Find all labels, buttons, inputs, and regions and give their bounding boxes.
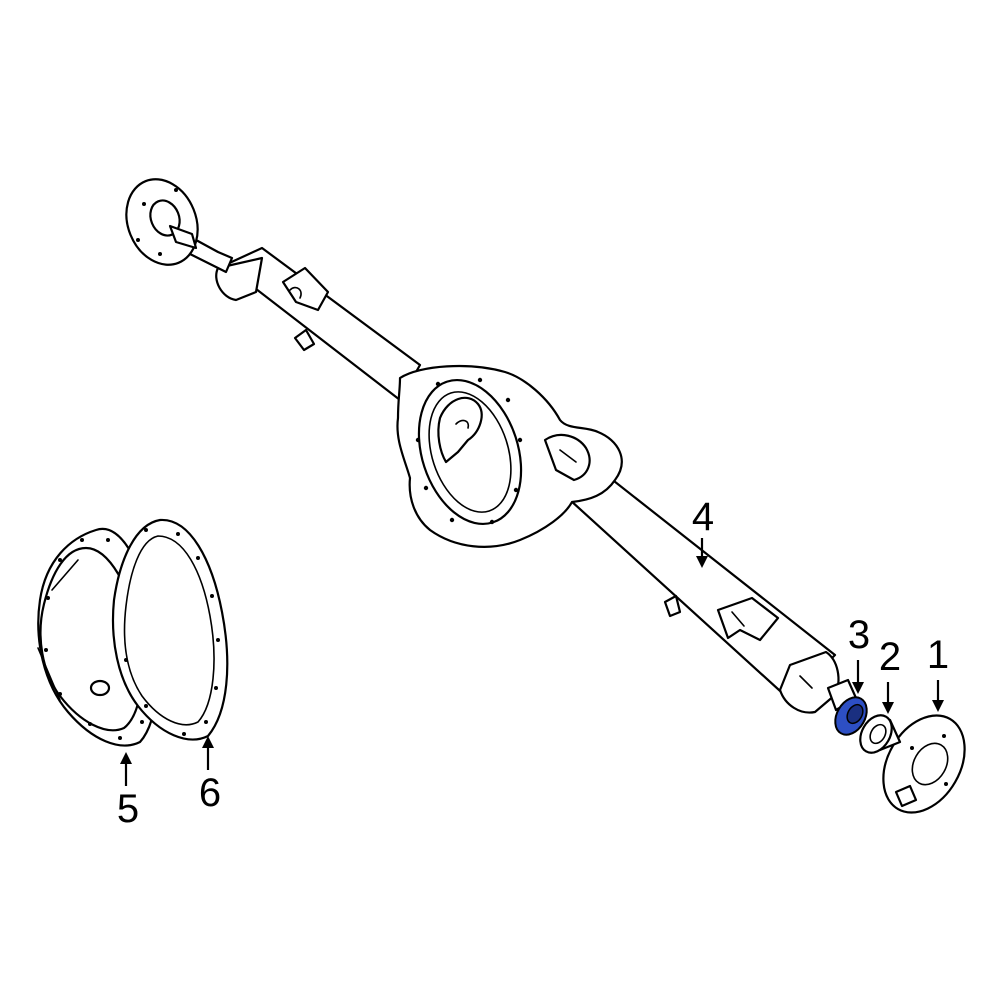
carrier-bearing-boss xyxy=(437,396,483,464)
gasket-inner xyxy=(123,535,215,726)
callout-5[interactable]: 5 xyxy=(117,787,139,831)
retainer-part-2[interactable] xyxy=(854,710,898,759)
axle-tube-left xyxy=(223,246,422,402)
spring-perch-left xyxy=(281,266,330,312)
tube-lug-left xyxy=(293,328,316,352)
wheel-stud xyxy=(894,784,918,808)
callout-1[interactable]: 1 xyxy=(927,633,949,677)
callout-4[interactable]: 4 xyxy=(692,495,714,539)
retainer-ring xyxy=(859,714,893,754)
axle-housing[interactable] xyxy=(215,246,858,714)
tube-end-collar-right xyxy=(778,650,840,714)
fill-plug xyxy=(89,679,111,697)
cover-bolts-housing xyxy=(415,377,523,525)
left-shaft xyxy=(188,238,234,274)
tube-lug-right xyxy=(663,594,682,618)
spring-perch-right xyxy=(716,596,780,642)
pinion-snout xyxy=(543,433,591,482)
right-flange-hub xyxy=(911,742,949,786)
bearing-part-3[interactable] xyxy=(829,692,873,741)
cover-gasket-part-6[interactable] xyxy=(111,518,229,741)
callout-6[interactable]: 6 xyxy=(199,771,221,815)
callout-2[interactable]: 2 xyxy=(879,635,901,679)
callout-3[interactable]: 3 xyxy=(848,613,870,657)
left-axle-flange[interactable] xyxy=(114,168,234,275)
gasket-bolt-holes xyxy=(124,528,220,736)
callout-arrows xyxy=(120,538,944,786)
